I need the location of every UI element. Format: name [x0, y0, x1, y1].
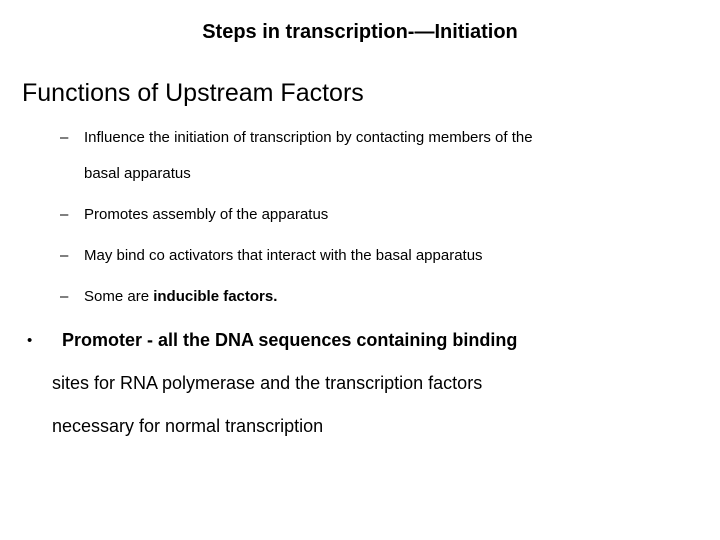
slide-body: – Influence the initiation of transcript…: [0, 129, 720, 437]
dash-bullet-marker: –: [60, 206, 69, 223]
round-bullet-marker: •: [27, 332, 33, 349]
dash-bullet-marker: –: [60, 129, 69, 146]
main-bullet-text-line: Promoter - all the DNA sequences contain…: [62, 330, 518, 350]
sub-bullet-text-normal: Some are: [84, 288, 154, 305]
slide-title: Steps in transcription-—Initiation: [202, 21, 518, 43]
sub-bullet-text-emphasis: inducible factors.: [153, 288, 278, 305]
sub-bullet-text-line: Promotes assembly of the apparatus: [84, 206, 329, 223]
sub-bullet-text-line: Some are inducible factors.: [84, 288, 720, 306]
sub-bullet-continuation-line: basal apparatus: [84, 165, 191, 182]
main-bullet-continuation-line: sites for RNA polymerase and the transcr…: [52, 373, 483, 393]
dash-bullet-marker: –: [60, 247, 69, 264]
dash-bullet-marker: –: [60, 288, 69, 305]
sub-bullet-text-line: Influence the initiation of transcriptio…: [84, 129, 533, 146]
sub-bullet-item: – Some are inducible factors.: [0, 288, 720, 306]
section-heading: Functions of Upstream Factors: [22, 79, 364, 107]
sub-bullet-item: – May bind co activators that interact w…: [0, 247, 720, 265]
main-bullet-item: • Promoter - all the DNA sequences conta…: [0, 329, 720, 437]
sub-bullet-text-line: May bind co activators that interact wit…: [84, 247, 483, 264]
main-bullet-continuation-line: necessary for normal transcription: [52, 416, 324, 436]
sub-bullet-item: – Promotes assembly of the apparatus: [0, 206, 720, 224]
sub-bullet-item: – Influence the initiation of transcript…: [0, 129, 720, 183]
